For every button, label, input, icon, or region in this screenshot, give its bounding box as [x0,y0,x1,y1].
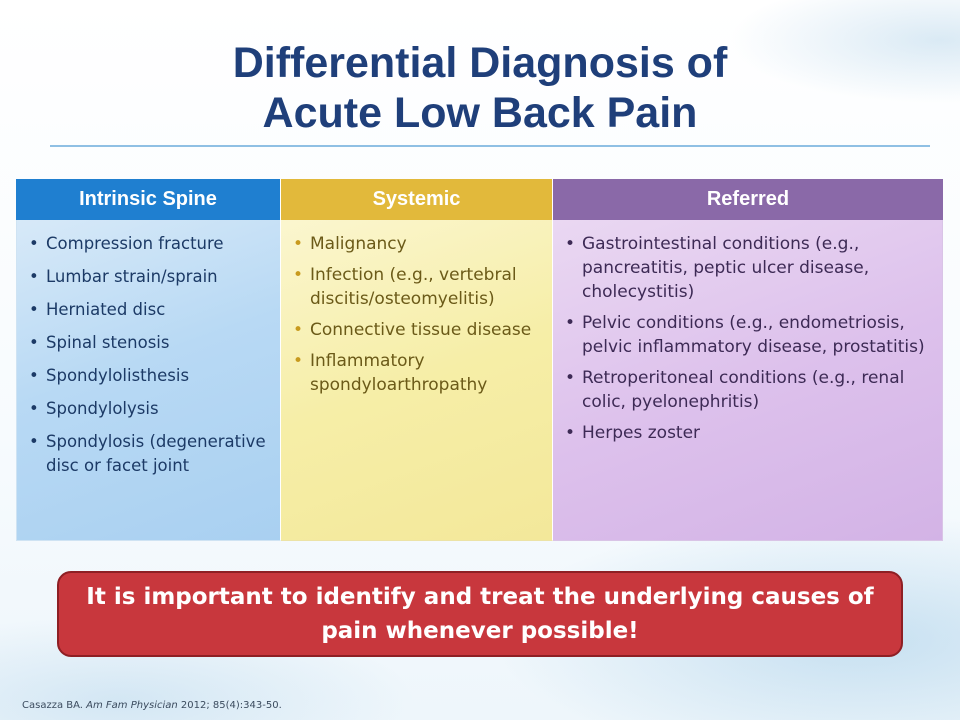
list-item: Pelvic conditions (e.g., endometriosis, … [563,311,934,359]
title-divider [50,145,930,147]
list-item: Compression fracture [27,232,272,256]
citation-author: Casazza BA. [22,700,83,711]
column-body-intrinsic-spine: Compression fracture Lumbar strain/sprai… [16,220,281,541]
list-item: Spondylosis (degenerative disc or facet … [27,430,272,478]
list-item: Gastrointestinal conditions (e.g., pancr… [563,232,934,304]
list-item: Herniated disc [27,298,272,322]
list-item: Malignancy [291,232,544,256]
citation-journal: Am Fam Physician [86,700,178,711]
list-item: Herpes zoster [563,421,934,445]
systemic-list: Malignancy Infection (e.g., vertebral di… [281,220,552,397]
list-item: Spondylolisthesis [27,364,272,388]
citation-details: 2012; 85(4):343-50. [180,700,282,711]
list-item: Connective tissue disease [291,318,544,342]
column-body-systemic: Malignancy Infection (e.g., vertebral di… [281,220,553,541]
column-body-referred: Gastrointestinal conditions (e.g., pancr… [553,220,943,541]
key-message-callout: It is important to identify and treat th… [57,571,903,657]
list-item: Infection (e.g., vertebral discitis/oste… [291,263,544,311]
citation: Casazza BA. Am Fam Physician 2012; 85(4)… [22,700,282,711]
slide-title-line-1: Differential Diagnosis of [232,39,728,87]
intrinsic-spine-list: Compression fracture Lumbar strain/sprai… [17,220,280,478]
list-item: Spondylolysis [27,397,272,421]
slide-title: Differential Diagnosis of Acute Low Back… [0,38,960,138]
column-header-intrinsic-spine: Intrinsic Spine [16,179,281,220]
differential-diagnosis-table: Intrinsic Spine Systemic Referred Compre… [16,179,943,541]
column-header-systemic: Systemic [281,179,553,220]
list-item: Spinal stenosis [27,331,272,355]
list-item: Retroperitoneal conditions (e.g., renal … [563,366,934,414]
list-item: Lumbar strain/sprain [27,265,272,289]
list-item: Inflammatory spondyloarthropathy [291,349,544,397]
referred-list: Gastrointestinal conditions (e.g., pancr… [553,220,942,445]
column-header-referred: Referred [553,179,943,220]
slide-title-line-2: Acute Low Back Pain [262,89,698,137]
